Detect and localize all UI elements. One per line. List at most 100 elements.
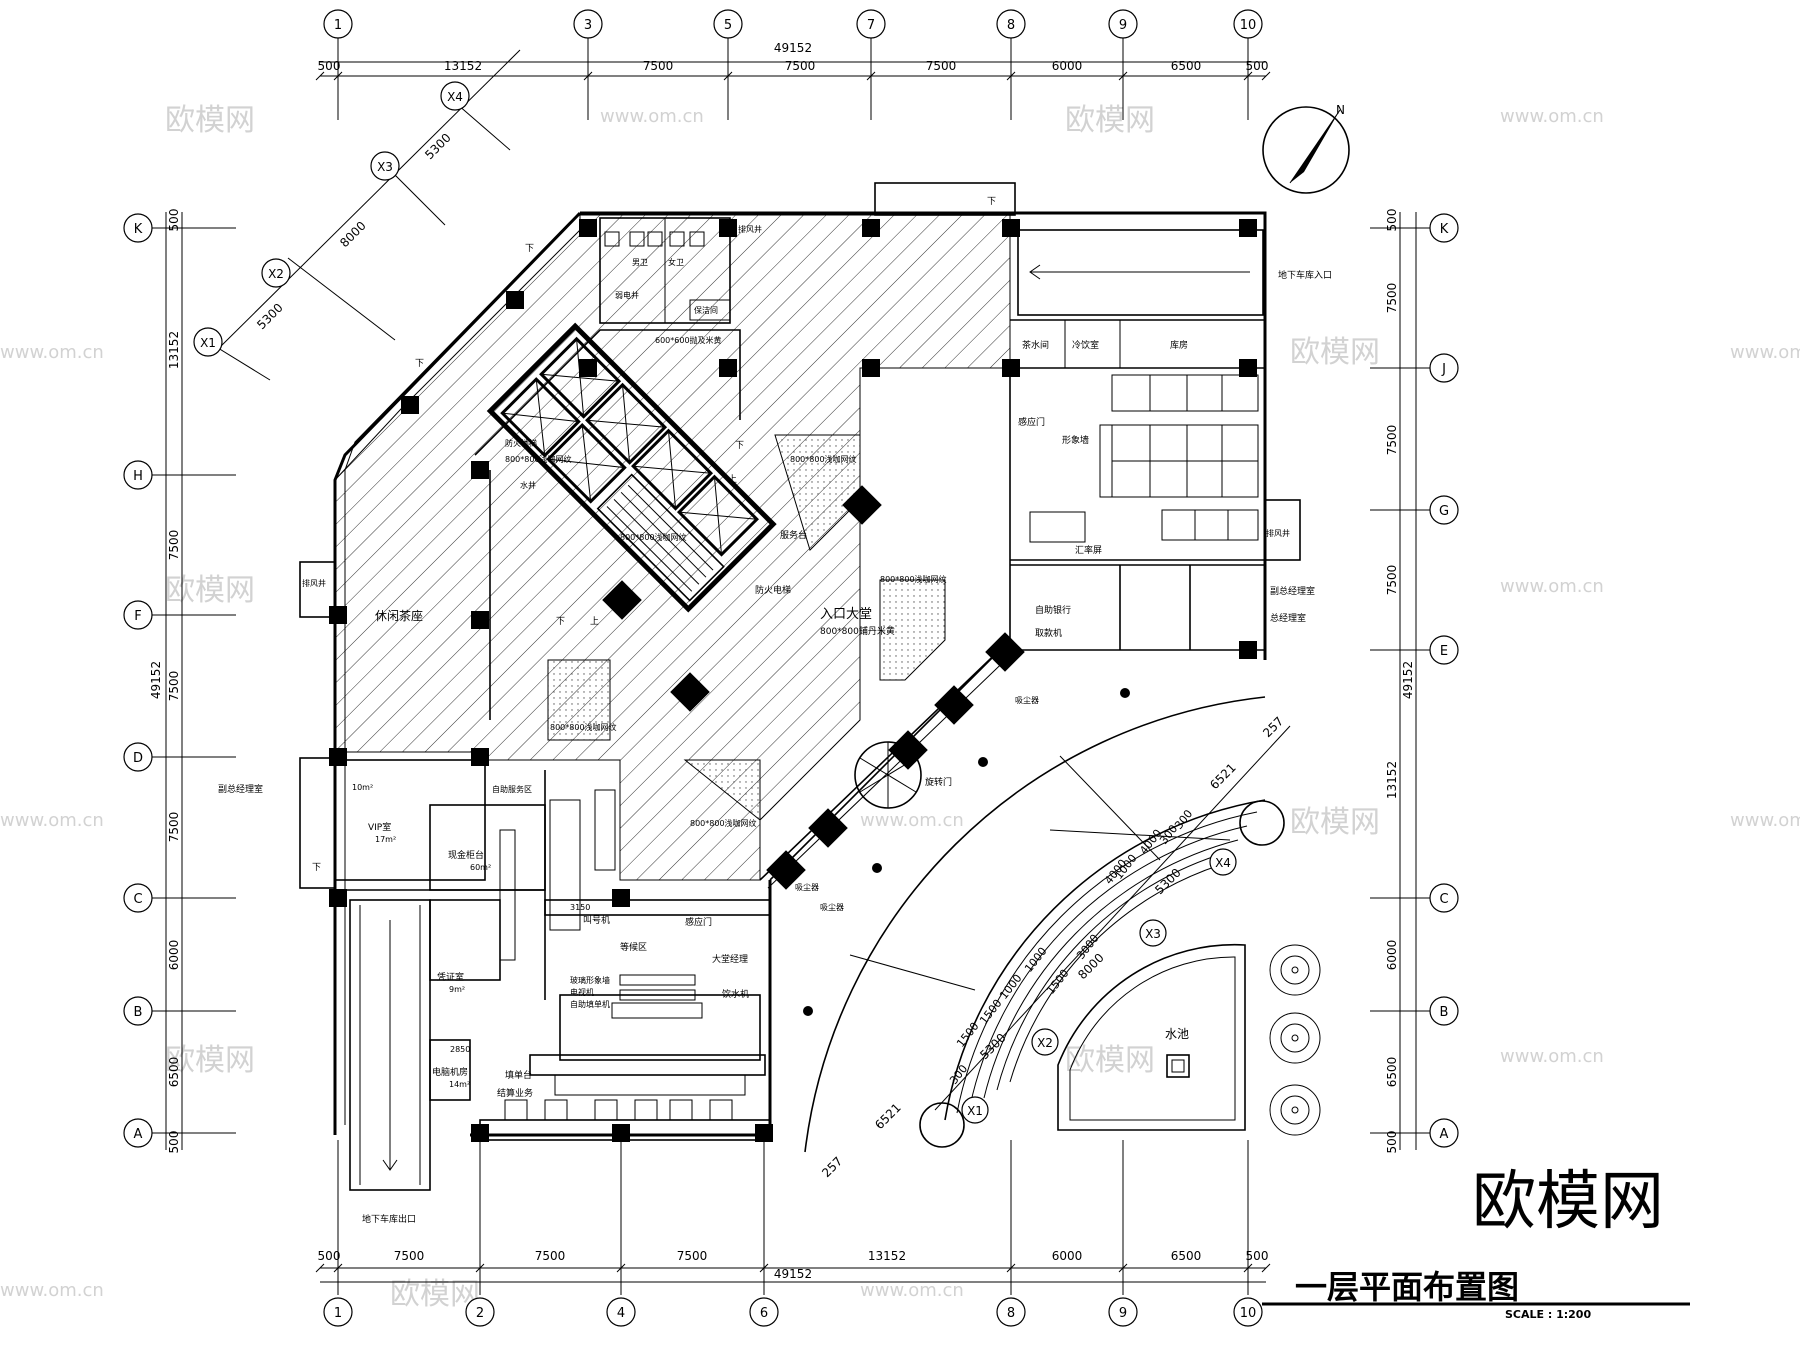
label-clean: 保洁间 [694,305,718,315]
inlay-b [879,579,946,681]
bottom-axis-bubble-label: 6 [760,1306,768,1321]
parking-exit-ramp [349,899,431,1191]
right-dim-total: 49152 [1401,661,1415,699]
top-axis-bubble-label: 3 [584,18,592,33]
left-axis-bubble-label: F [134,609,141,624]
watermark-cn-3: 欧模网 [1290,335,1380,370]
revolving-door [854,741,922,809]
label-marble-2: 800*800浅咖网纹 [620,532,687,542]
label-lobby-mgr: 大堂经理 [712,953,748,965]
dim-tick [333,71,343,81]
bottom-dim-seg: 500 [318,1249,341,1263]
top-dim-seg: 6000 [1052,59,1083,73]
watermark-cn-2: 欧模网 [1065,103,1155,138]
column [401,396,419,414]
column [579,359,597,377]
column [862,219,880,237]
dim-tick [866,71,876,81]
left-axis-bubble [123,883,153,913]
step-dim: 1000 [997,972,1024,1002]
arc-dim-257-top: 257 [1260,714,1286,740]
left-axis-bubble [123,996,153,1026]
diag-bubble-x4: X4 [440,81,470,111]
drawing-title: 一层平面布置图 [1295,1268,1519,1306]
diag-axis-label: X2 [268,267,284,281]
column [1239,219,1257,237]
column-diagonal [888,730,928,770]
arc-dim-6521-top: 6521 [1207,761,1238,792]
label-queue: 叫号机 [583,914,610,926]
label-duty: 凭证室 [437,971,464,983]
watermark-url-6: www.om.cn [0,810,104,831]
left-axis-bubble-label: C [133,892,142,907]
bottom-dim-total: 49152 [774,1267,812,1281]
label-sensor-door: 感应门 [685,916,712,928]
bottom-axis-bubble [606,1297,636,1327]
arc-axis-label: X2 [1037,1036,1053,1050]
label-wait: 等候区 [620,941,647,953]
label-atm: 取款机 [1035,627,1062,639]
top-axis-bubble [996,9,1026,39]
bottom-axis-bubble-label: 8 [1007,1306,1015,1321]
label-corridor-floor: 600*600抛及米黄 [655,335,722,345]
column [506,291,524,309]
column [471,748,489,766]
label-cafe: 冷饮室 [1072,339,1099,351]
right-axis-bubble [1429,635,1459,665]
label-stub-3150: 3150 [570,903,590,912]
label-cash: 现金柜台 [448,849,484,861]
label-down-3: 下 [987,197,996,207]
label-meeting: 茶水间 [1022,339,1049,351]
label-revolving: 旋转门 [925,776,952,788]
exhaust-shaft-left [299,561,336,618]
label-stub-2850: 2850 [450,1045,470,1054]
dim-tick [315,1263,325,1273]
bottom-axis-bubble-label: 4 [617,1306,625,1321]
watermark-url-9: www.om.cn [1500,1046,1604,1067]
column [1002,219,1020,237]
dim-tick [723,71,733,81]
left-axis-bubble-label: A [134,1127,143,1142]
top-axis-bubble [1108,9,1138,39]
watermark-url-7: www.om.cn [860,810,964,831]
lift-core [486,322,777,613]
top-axis-bubble [856,9,886,39]
label-drink: 饮水机 [722,988,749,1000]
label-down-2: 下 [415,359,424,369]
bottom-dim-seg: 500 [1246,1249,1269,1263]
dim-tick [315,71,325,81]
top-dim-seg: 7500 [785,59,816,73]
label-cash2: 汇率屏 [1075,544,1102,556]
label-water: 水池 [1165,1027,1189,1041]
column [862,359,880,377]
left-axis-bubble [123,742,153,772]
top-dim-seg: 6500 [1171,59,1202,73]
column-diagonal [985,632,1025,672]
left-dim-upper: 13152 [167,331,181,369]
right-axis-bubble-label: B [1440,1005,1449,1020]
label-gm: 总经理室 [1270,612,1306,624]
right-axis-bubble-label: C [1439,892,1448,907]
column [1239,359,1257,377]
exhaust-shaft-right [1264,499,1301,561]
office-desks [1029,374,1259,543]
building [299,182,1301,1191]
title-block: 欧模网 一层平面布置图 SCALE : 1:200 [1262,1165,1690,1321]
diag-dim-5300-a: 5300 [254,301,285,332]
arc-dim-257-bottom: 257 [819,1154,845,1180]
top-axis-bubble-label: 7 [867,18,875,33]
dim-tick [1261,71,1271,81]
bottom-axis-bubble [465,1297,495,1327]
label-elec: 弱电井 [615,290,639,300]
label-tea: 休闲茶座 [375,608,423,623]
toilet-block [599,217,731,324]
step-dim: 1500 [977,997,1004,1027]
left-rooms [334,759,616,1101]
bottom-dim-seg: 6500 [1171,1249,1202,1263]
right-dim-seg: 7500 [1385,283,1399,314]
label-area-17: 17m² [375,835,396,844]
bottom-dim-seg: 13152 [868,1249,906,1263]
column [471,611,489,629]
label-settle: 结算业务 [497,1087,533,1099]
dim-tick [333,1263,343,1273]
